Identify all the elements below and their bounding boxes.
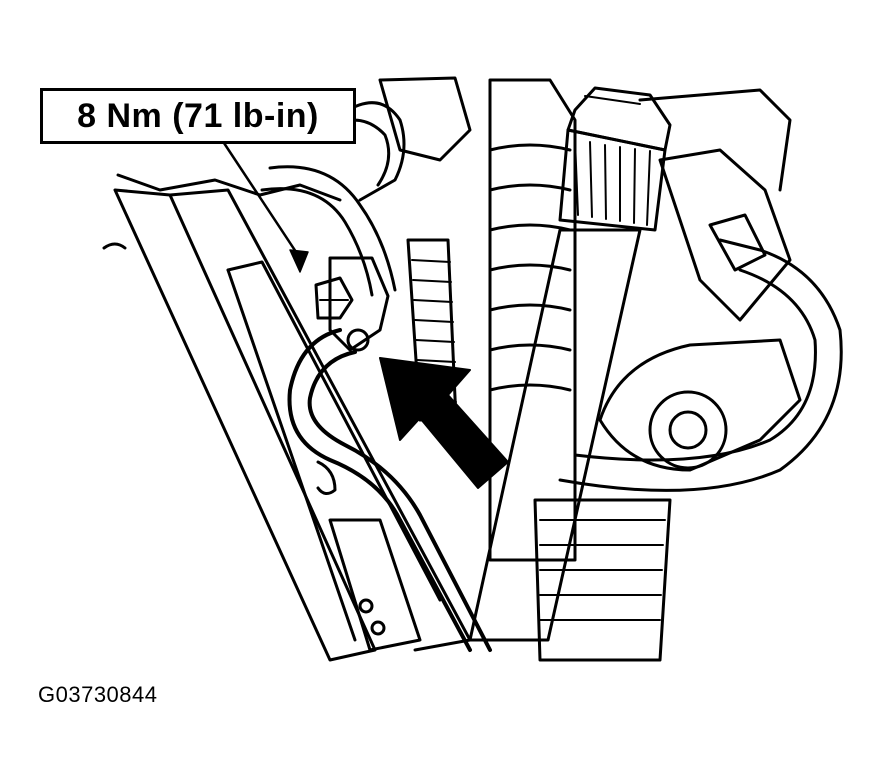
return-line-loop [558,213,843,492]
leader-line-arrow-icon [220,138,309,273]
engine-block-left [102,173,472,662]
torque-callout-label: 8 Nm (71 lb-in) [40,88,356,144]
figure-id-label: G03730844 [38,682,158,707]
upper-hoses [260,101,406,297]
mount-bracket [598,88,802,472]
ribbed-housing [488,78,672,662]
main-line-fitting [468,86,672,642]
bent-fluid-line [287,328,492,652]
direction-arrow-icon [379,357,509,489]
clip-and-nut [314,256,390,352]
